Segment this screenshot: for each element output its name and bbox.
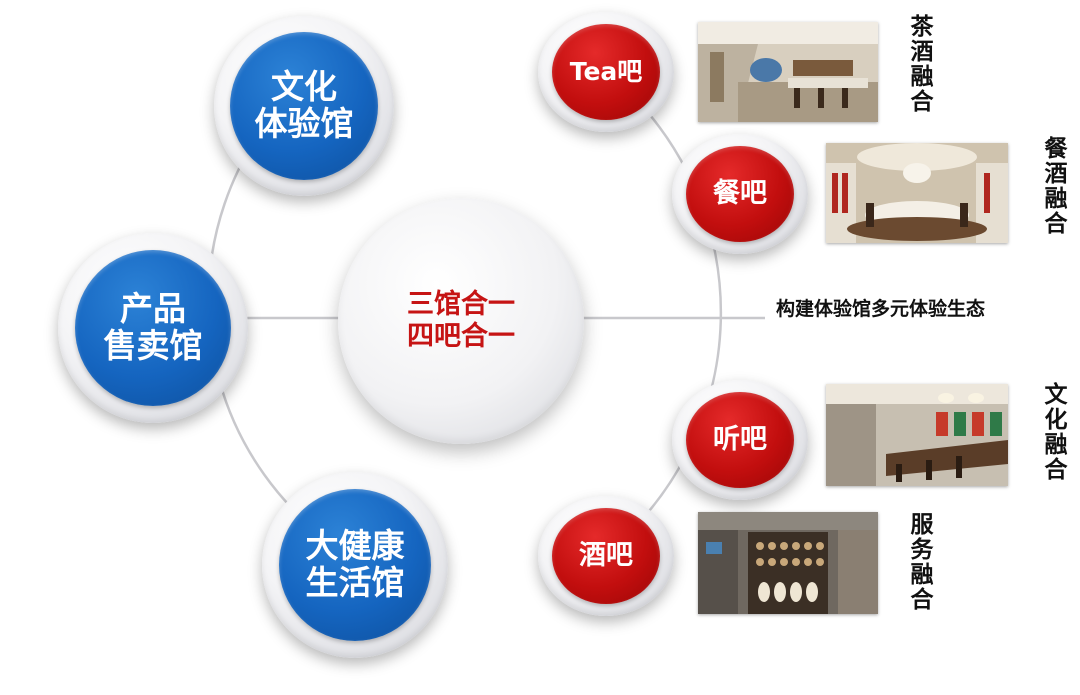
ecosystem-tagline: 构建体验馆多元体验生态 — [776, 298, 986, 320]
caption-dining-wine-fusion: 餐酒融合 — [1040, 136, 1066, 236]
center-line-2: 四吧合一 — [407, 321, 515, 352]
hall-line-1: 大健康 — [305, 526, 405, 566]
center-line-1: 三馆合一 — [407, 289, 515, 321]
hall-line-2: 体验馆 — [254, 104, 354, 143]
bar-dining: 餐吧 — [672, 134, 808, 254]
caption-tea-wine-fusion: 茶酒融合 — [906, 14, 932, 114]
hall-line-1: 产品 — [120, 289, 186, 329]
tea-bar-photo — [698, 22, 878, 122]
bar-label: 餐吧 — [713, 177, 767, 209]
center-hub: 三馆合一 四吧合一 — [338, 198, 584, 444]
bar-wine: 酒吧 — [538, 496, 674, 616]
wine-bar-photo — [698, 512, 878, 614]
hall-line-1: 文化 — [271, 67, 337, 107]
listen-bar-photo — [826, 384, 1008, 486]
caption-service-fusion: 服务融合 — [906, 512, 932, 612]
hall-line-2: 售卖馆 — [103, 326, 203, 365]
bar-label: 酒吧 — [579, 539, 633, 571]
bar-tea: Tea吧 — [538, 12, 674, 132]
caption-culture-fusion: 文化融合 — [1040, 382, 1066, 482]
bar-label: Tea吧 — [569, 57, 643, 86]
hall-product-sales: 产品 售卖馆 — [58, 233, 248, 423]
bar-label: 听吧 — [713, 423, 767, 455]
bar-listen: 听吧 — [672, 380, 808, 500]
right-arc — [603, 69, 723, 556]
hall-culture-experience: 文化 体验馆 — [214, 16, 394, 196]
hall-health-life: 大健康 生活馆 — [262, 472, 448, 658]
hall-line-2: 生活馆 — [305, 563, 405, 602]
dining-bar-photo — [826, 143, 1008, 243]
